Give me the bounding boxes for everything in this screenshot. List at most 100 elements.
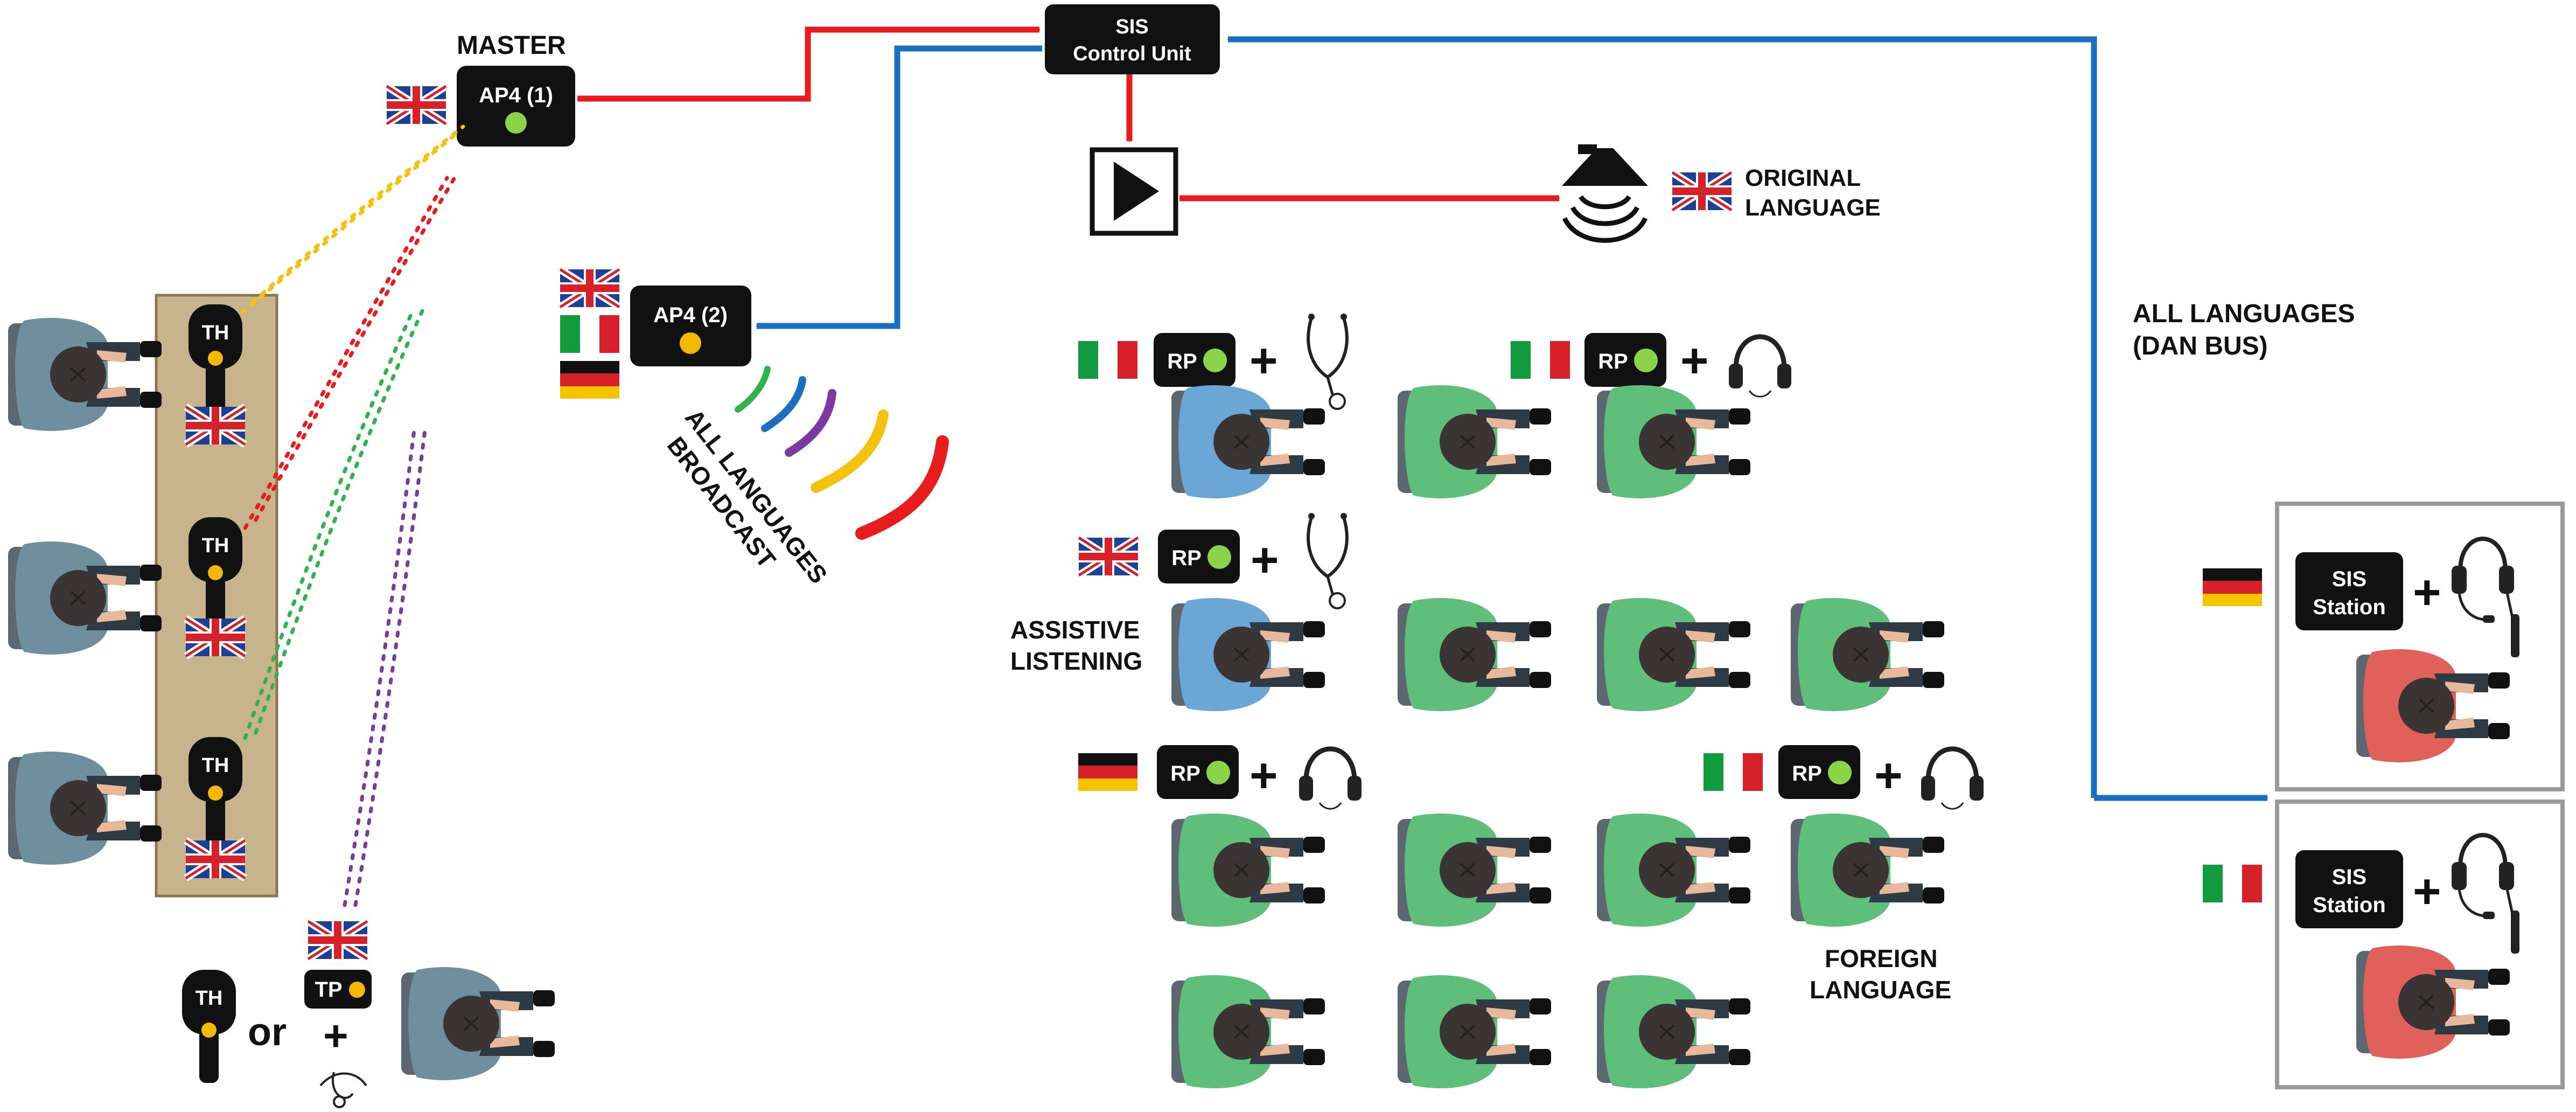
assistive-label-line1: ASSISTIVE (1010, 616, 1140, 644)
talker-1 (7, 317, 163, 432)
rp-label: RP (1792, 762, 1822, 786)
talker-2 (7, 540, 163, 656)
listener-green (1397, 597, 1552, 712)
sis-station-line2: Station (2313, 595, 2386, 619)
listener-green (1596, 974, 1751, 1089)
plus-sign-row1-b: + (1680, 334, 1709, 388)
rp-label: RP (1598, 350, 1628, 373)
control-unit-line2: Control Unit (1073, 43, 1191, 65)
flag-uk-presenter (308, 921, 367, 959)
led-yellow-icon (208, 565, 223, 580)
led-yellow-icon (208, 351, 223, 366)
th-device-1[interactable]: TH (189, 304, 242, 418)
wireless-link-yellow (240, 124, 465, 315)
foreign-label-line2: LANGUAGE (1810, 976, 1951, 1004)
signal-line-master (577, 26, 1041, 102)
broadcast-label: ALL LANGUAGES BROADCAST (662, 404, 833, 589)
master-label: MASTER (457, 31, 566, 60)
ap4-2-label: AP4 (2) (653, 303, 728, 327)
th-device-presenter[interactable]: TH (182, 970, 236, 1083)
th-label-3: TH (202, 754, 229, 777)
flag-italy-row3-b (1704, 753, 1763, 791)
flag-italy-ap4-2 (560, 315, 619, 353)
rp-device-row1-b[interactable]: RP (1584, 333, 1666, 387)
th-device-2[interactable]: TH (189, 517, 242, 630)
flag-uk-ap4-2 (560, 269, 619, 307)
ap4-1-device[interactable]: AP4 (1) (457, 66, 575, 147)
th-label-presenter: TH (196, 987, 223, 1010)
led-yellow-icon (680, 332, 701, 354)
flag-uk-th-3 (186, 840, 245, 878)
presenter-person (400, 966, 556, 1081)
led-green-icon (1634, 349, 1658, 372)
led-yellow-icon (208, 786, 223, 801)
sis-station-line2: Station (2313, 893, 2386, 917)
or-label: or (248, 1011, 287, 1054)
ap4-2-device[interactable]: AP4 (2) (630, 286, 751, 366)
flag-uk-master (387, 86, 446, 124)
speaker-icon (1562, 144, 1648, 243)
talker-3 (7, 750, 163, 866)
flag-italy-station (2203, 865, 2262, 902)
amplifier-icon (1090, 147, 1178, 236)
original-label-line1: ORIGINAL (1745, 165, 1861, 191)
tp-device[interactable]: TP (304, 970, 372, 1009)
sis-station-1[interactable]: SIS Station (2295, 552, 2403, 630)
rp-label: RP (1170, 762, 1200, 786)
sis-station-2[interactable]: SIS Station (2295, 850, 2403, 928)
rp-device-row3-a[interactable]: RP (1157, 745, 1239, 799)
listener-green (1790, 812, 1945, 928)
led-green-icon (1828, 761, 1852, 784)
all-languages-label-line1: ALL LANGUAGES (2133, 300, 2355, 328)
listener-green (1596, 384, 1751, 499)
wireless-link-green (243, 308, 425, 740)
rp-device-assistive[interactable]: RP (1158, 530, 1240, 583)
rp-label: RP (1171, 546, 1202, 570)
listener-blue-2 (1170, 597, 1326, 712)
wireless-link-purple (343, 423, 428, 907)
listener-green (1170, 812, 1326, 928)
listener-green (1790, 597, 1945, 712)
foreign-label-line1: FOREIGN (1825, 944, 1938, 972)
all-languages-label-line2: (DAN BUS) (2133, 332, 2268, 360)
signal-line-ap4-2 (756, 45, 1042, 329)
rp-device-row3-b[interactable]: RP (1778, 745, 1860, 799)
sis-station-line1: SIS (2332, 865, 2366, 889)
flag-germany-ap4-2 (560, 361, 619, 399)
rp-device-row1-a[interactable]: RP (1154, 333, 1235, 387)
plus-sign-presenter: + (323, 1012, 348, 1060)
original-label-line2: LANGUAGE (1745, 194, 1881, 221)
led-green-icon (1203, 349, 1227, 372)
wireless-link-red (243, 170, 460, 530)
ap4-1-label: AP4 (1) (479, 84, 553, 107)
assistive-label-line2: LISTENING (1010, 647, 1142, 675)
led-green-icon (1206, 761, 1230, 784)
tp-label: TP (315, 978, 342, 1002)
plus-sign-row1-a: + (1249, 334, 1278, 388)
led-yellow-icon (349, 982, 365, 998)
listener-green (1596, 597, 1751, 712)
th-device-3[interactable]: TH (189, 737, 242, 850)
earphone-icon (1308, 513, 1347, 608)
listener-green (1170, 974, 1326, 1089)
plus-sign-row3-a: + (1249, 749, 1278, 803)
headset-mic-icon (319, 1072, 367, 1108)
listener-green (1397, 384, 1552, 499)
plus-sign-row3-b: + (1874, 749, 1903, 803)
listener-green (1596, 812, 1751, 928)
sis-control-unit[interactable]: SIS Control Unit (1045, 4, 1220, 74)
headphones-icon (1921, 749, 1984, 809)
plus-sign-station-1: + (2413, 566, 2441, 620)
flag-uk-th-2 (186, 618, 245, 656)
plus-sign-assistive: + (1251, 533, 1279, 587)
headphones-icon (1729, 337, 1791, 397)
led-yellow-icon (201, 1023, 217, 1038)
flag-uk-th-1 (186, 407, 245, 444)
flag-uk-original (1672, 172, 1732, 210)
th-label-2: TH (202, 534, 229, 557)
plus-sign-station-2: + (2413, 865, 2441, 919)
sis-station-line1: SIS (2332, 567, 2366, 591)
th-label-1: TH (202, 322, 229, 344)
flag-italy-row1-a (1078, 341, 1137, 379)
